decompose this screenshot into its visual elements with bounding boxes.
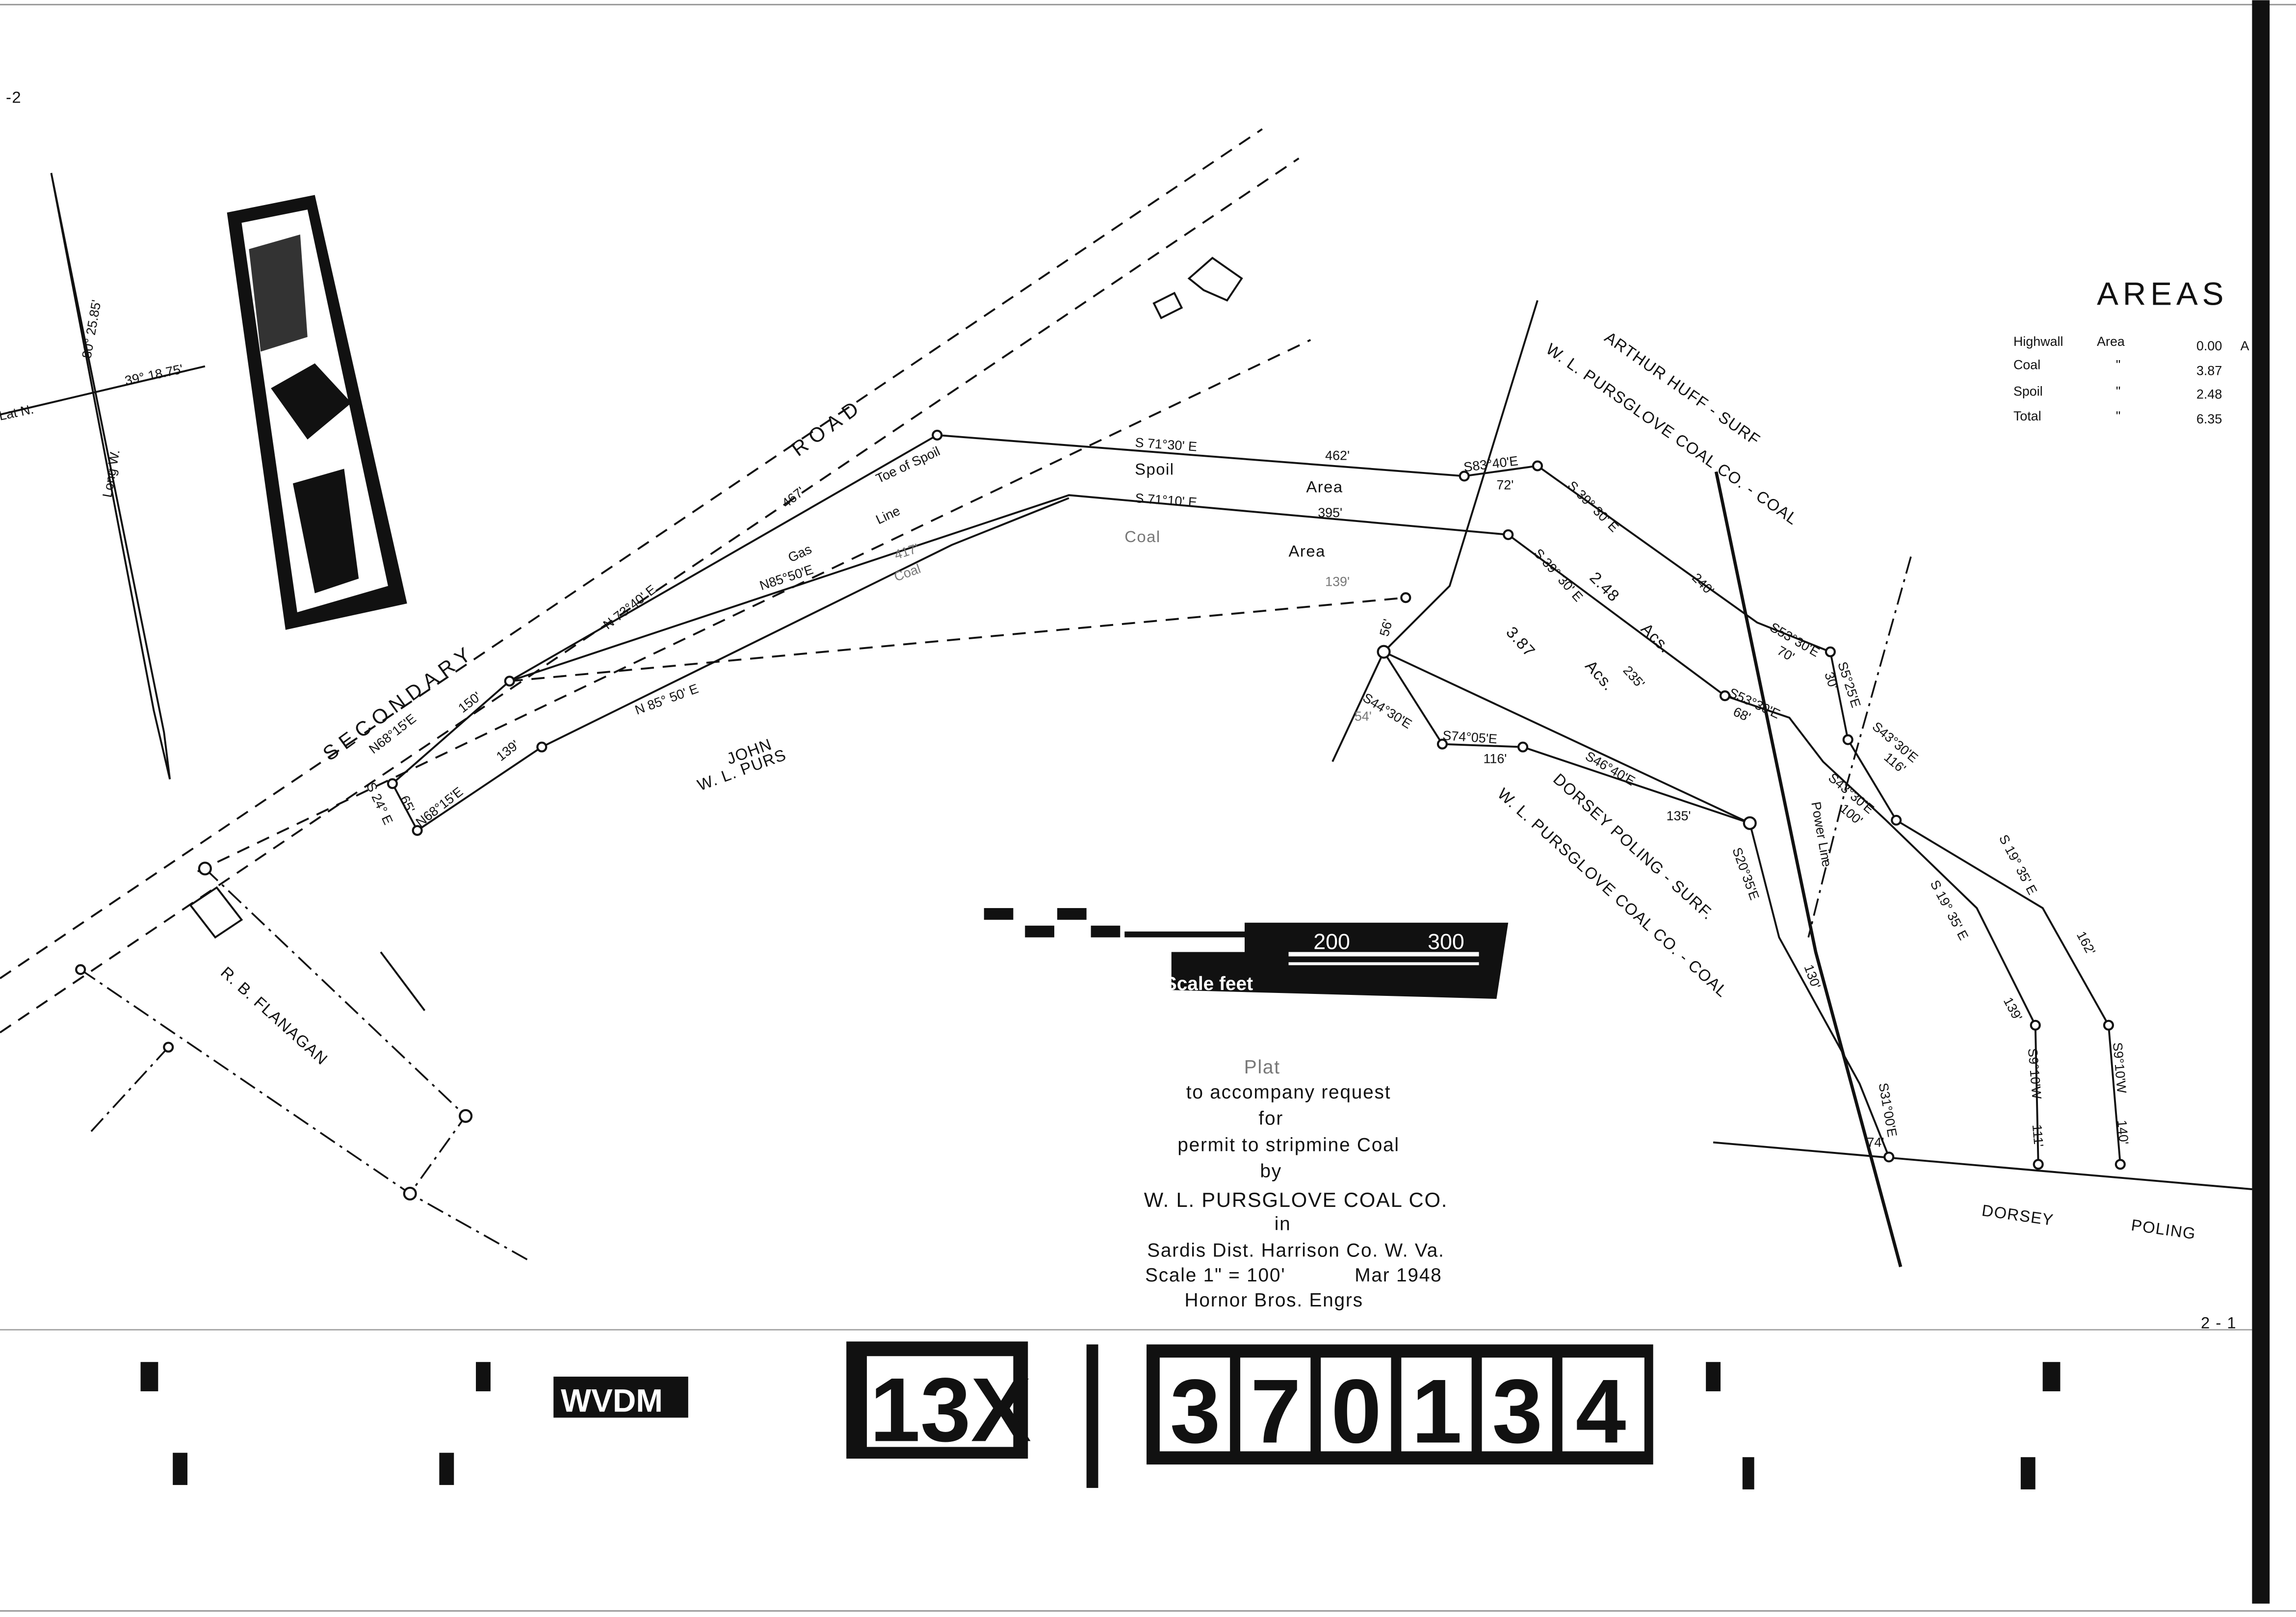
distance: 111' — [2030, 1124, 2046, 1148]
row-unit: Area — [2097, 334, 2125, 349]
title-line: for — [1258, 1108, 1283, 1129]
secondary-road — [0, 128, 1311, 1034]
stamp-digit: 0 — [1331, 1360, 1382, 1462]
building-icon — [1152, 257, 1243, 319]
row-value: 6.35 — [2196, 412, 2222, 426]
title-line: Plat — [1244, 1057, 1280, 1078]
toe-of-spoil-line — [391, 434, 2121, 1165]
row-value: 0.00 — [2196, 339, 2222, 353]
row-value: 2.48 — [2196, 387, 2222, 401]
corner-mark: -2 — [6, 88, 22, 106]
row-unit: " — [2116, 384, 2121, 398]
stamp-digit: 4 — [1576, 1360, 1626, 1462]
stamp-prefix: 13X — [870, 1359, 1031, 1461]
title-line: in — [1275, 1214, 1291, 1235]
distance: 140' — [2114, 1120, 2131, 1145]
distance: 72' — [1496, 477, 1513, 492]
row-value: 3.87 — [2196, 364, 2222, 378]
scale-300: 300 — [1428, 930, 1464, 954]
coal-area-label: Area — [1289, 542, 1326, 560]
distance: 139' — [1325, 574, 1350, 589]
title-line: by — [1260, 1161, 1282, 1182]
distance: 462' — [1325, 448, 1350, 463]
scale-bar: 200 300 Scale feet — [984, 908, 1509, 999]
title-location: Sardis Dist. Harrison Co. W. Va. — [1147, 1240, 1444, 1261]
aerial-photo-inset — [227, 195, 407, 630]
spoil-line — [509, 494, 2039, 1165]
stamp-digit: 7 — [1251, 1360, 1301, 1462]
survey-points — [75, 429, 2126, 1201]
row-label: Highwall — [2013, 334, 2063, 349]
row-suffix: A — [2241, 339, 2249, 353]
title-company: W. L. PURSGLOVE COAL CO. — [1144, 1188, 1448, 1211]
sheet-number: 2 - 1 — [2201, 1314, 2237, 1332]
title-block: Plat to accompany request for permit to … — [1144, 1057, 1448, 1311]
distance: 74' — [1867, 1135, 1884, 1149]
title-line: to accompany request — [1186, 1082, 1391, 1103]
row-label: Spoil — [2013, 384, 2043, 398]
areas-table: AREAS Highwall Area 0.00 A Coal " 3.87 S… — [2013, 276, 2249, 426]
spoil-area-label: Area — [1306, 477, 1343, 496]
distance: 54' — [1355, 709, 1372, 724]
areas-title: AREAS — [2097, 276, 2228, 312]
row-label: Total — [2013, 409, 2041, 423]
scale-caption: Scale feet — [1164, 973, 1253, 994]
spoil-label: Spoil — [1135, 460, 1174, 478]
distance: 395' — [1318, 505, 1342, 520]
stamp-digit: 3 — [1492, 1360, 1542, 1462]
north-arrow — [0, 173, 206, 780]
property-lines — [80, 300, 2252, 1268]
title-scale: Scale 1" = 100' — [1145, 1265, 1285, 1286]
title-date: Mar 1948 — [1355, 1265, 1442, 1286]
coal-line — [391, 497, 1890, 1158]
archive-stamp: WVDM 13X 3 7 0 1 3 4 — [140, 1341, 2061, 1489]
stamp-digit: 3 — [1170, 1360, 1221, 1462]
stamp-digit: 1 — [1411, 1360, 1462, 1462]
distance: 135' — [1667, 808, 1691, 823]
archive-code: WVDM — [561, 1383, 663, 1419]
distance: 116' — [1483, 751, 1507, 766]
row-unit: " — [2116, 358, 2121, 372]
row-label: Coal — [2013, 358, 2040, 372]
scan-edge — [2252, 0, 2270, 1604]
title-line: permit to stripmine Coal — [1177, 1134, 1400, 1155]
title-engineers: Hornor Bros. Engrs — [1185, 1290, 1363, 1311]
row-unit: " — [2116, 409, 2121, 423]
coal-label: Coal — [1124, 527, 1161, 546]
scale-200: 200 — [1313, 930, 1350, 954]
